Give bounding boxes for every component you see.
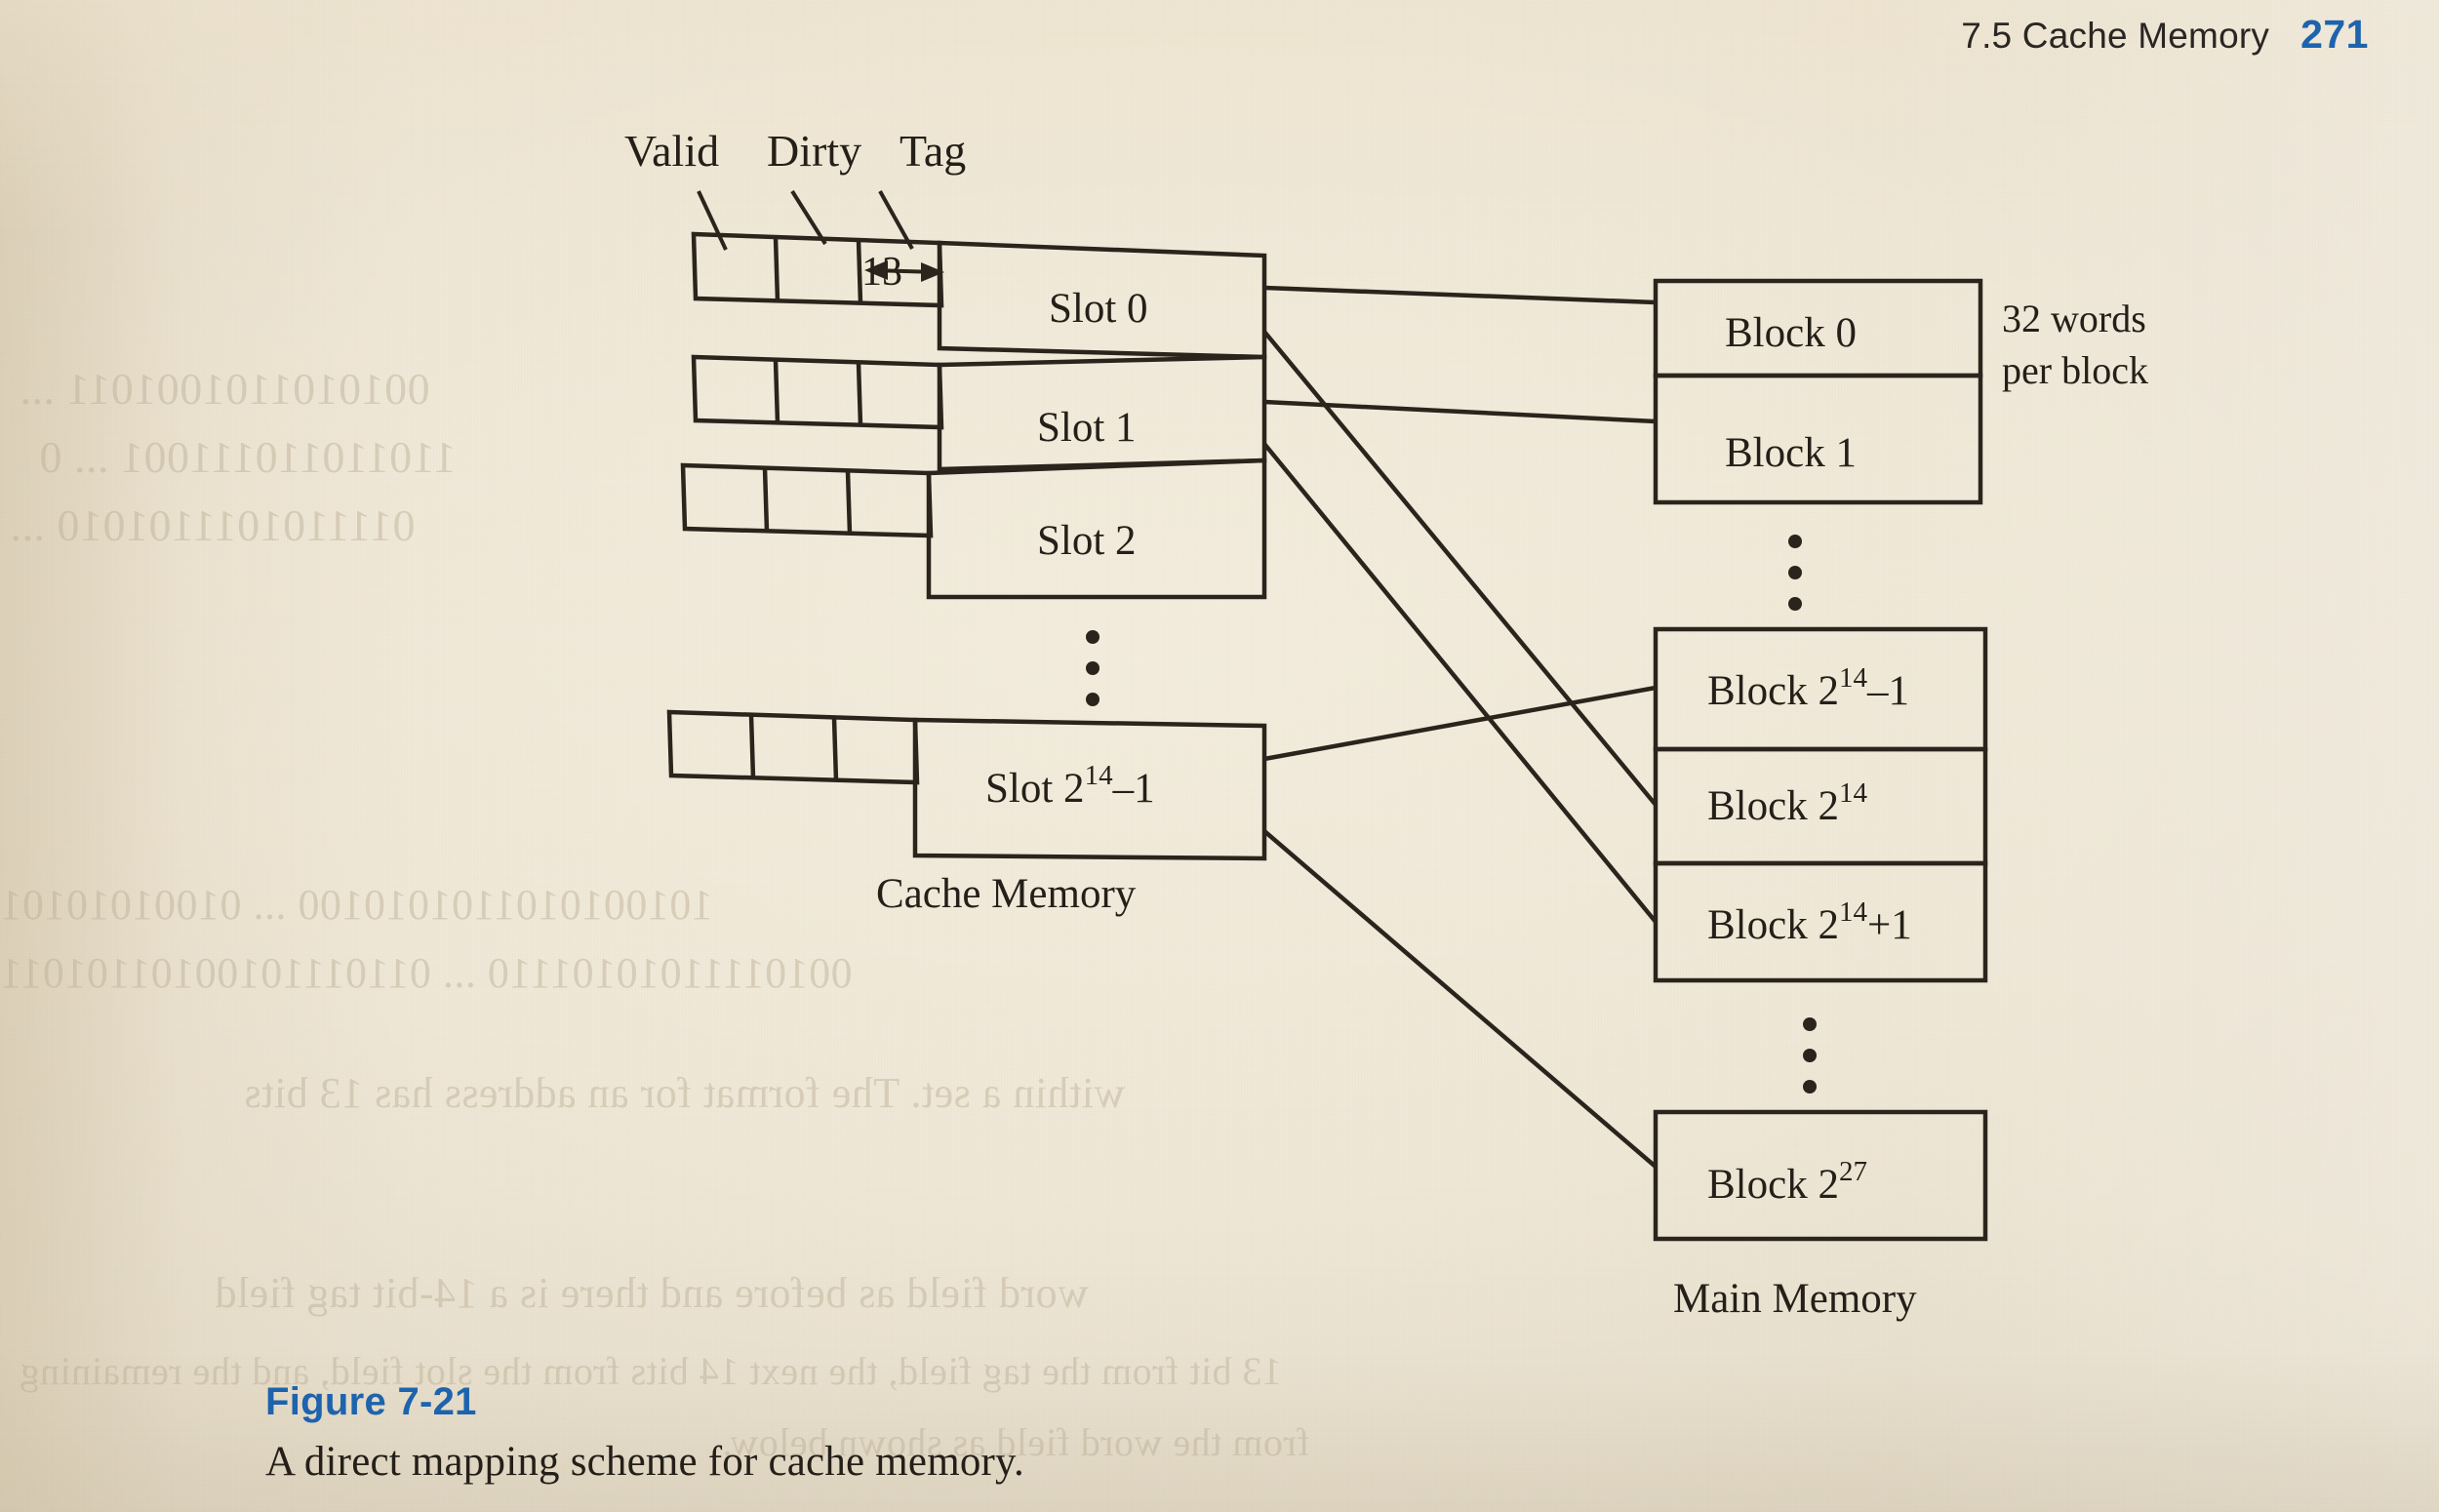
cache-memory-caption: Cache Memory [876, 871, 1137, 917]
connector-slotlast-to-block-2p14m1 [1263, 685, 1657, 762]
slot-last-dirty-divider [831, 717, 839, 781]
running-head-chapter-title: 7.5 Cache Memory [1961, 16, 2270, 56]
slot-last-label: Slot 214–1 [985, 760, 1155, 812]
dirty-field-label: Dirty [767, 126, 861, 176]
block-1-label: Block 1 [1725, 430, 1857, 476]
connector-slot0-to-block0 [1263, 285, 1657, 305]
paper-bottom-shading [0, 1219, 2439, 1512]
main-memory-caption: Main Memory [1673, 1276, 1917, 1322]
cache-ellipsis-dot [1086, 661, 1100, 675]
mm-ellipsis-dot [1788, 597, 1802, 611]
slot-1-label: Slot 1 [1037, 405, 1137, 451]
words-per-block-annotation-line1: 32 words [2002, 297, 2146, 340]
running-head: 7.5 Cache Memory 271 [1961, 12, 2369, 58]
block-2p27-label: Block 227 [1707, 1156, 1867, 1208]
figure-caption-block: Figure 7-21 A direct mapping scheme for … [265, 1380, 1024, 1486]
connector-slotlast-to-block-2p27 [1262, 829, 1658, 1169]
slot1-dirty-divider [856, 362, 863, 426]
tag-field-label: Tag [900, 126, 966, 176]
block-0-label: Block 0 [1725, 310, 1857, 356]
block-2p14-label: Block 214 [1707, 777, 1867, 829]
slot-last-box [912, 717, 1267, 861]
slot-2-label: Slot 2 [1037, 518, 1137, 564]
valid-field-label: Valid [624, 126, 719, 176]
mm-ellipsis-dot [1803, 1049, 1817, 1062]
block-2p27-box [1653, 1109, 1988, 1242]
slot-2-box [926, 458, 1267, 600]
dirty-pointer-line [790, 189, 827, 246]
block-2p14p1-box [1653, 860, 1988, 983]
slot-last-vdt-strip [666, 709, 920, 785]
figure-caption-text: A direct mapping scheme for cache memory… [265, 1439, 1024, 1485]
slot1-vdt-strip [691, 354, 944, 430]
block-2p14p1-label: Block 214+1 [1707, 896, 1912, 948]
words-per-block-annotation-line2: per block [2002, 348, 2148, 392]
mm-ellipsis-dot [1803, 1017, 1817, 1031]
slot2-vdt-strip [680, 462, 934, 538]
tag-width-bits-label: 13 [861, 250, 902, 295]
page-number: 271 [2300, 12, 2369, 57]
block-1-box [1653, 373, 1983, 505]
tag-width-arrow-left [864, 260, 888, 280]
slot0-valid-divider [773, 236, 780, 302]
slot-0-label: Slot 0 [1049, 286, 1148, 332]
block-2p14m1-label: Block 214–1 [1707, 662, 1909, 714]
figure-caption-label: Figure 7-21 [265, 1380, 477, 1423]
tag-width-arrow-right [921, 262, 944, 282]
mm-ellipsis-dot [1803, 1080, 1817, 1094]
cache-ellipsis-dot [1086, 630, 1100, 644]
mm-ellipsis-dot [1788, 566, 1802, 579]
mm-ellipsis-dot [1788, 535, 1802, 548]
valid-pointer-line [697, 190, 728, 251]
paper-left-shading [0, 0, 410, 1512]
slot2-valid-divider [762, 467, 770, 533]
connector-slot1-to-block1 [1263, 399, 1657, 424]
slot-last-valid-divider [748, 714, 756, 779]
cache-ellipsis-dot [1086, 693, 1100, 706]
tag-pointer-line [878, 190, 914, 250]
slot2-dirty-divider [845, 470, 853, 535]
slot1-valid-divider [773, 359, 780, 424]
slot0-dirty-divider [856, 239, 863, 304]
connector-slot0-to-block-2p14 [1262, 330, 1658, 807]
connector-slot1-to-block-2p14p1 [1262, 442, 1658, 924]
